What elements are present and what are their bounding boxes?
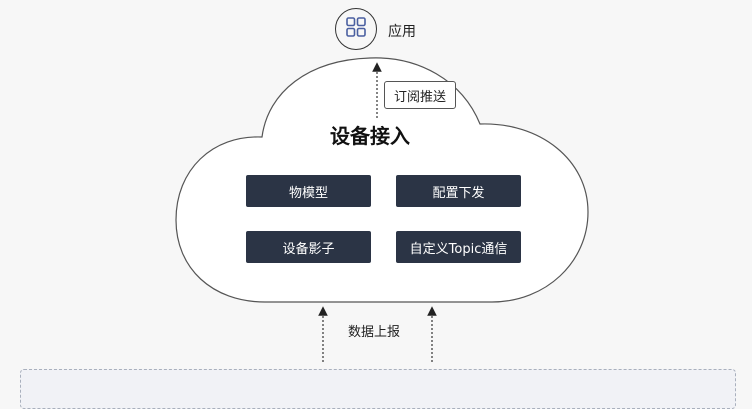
capability-label: 设备影子 bbox=[282, 241, 335, 257]
capability-config-delivery: 配置下发 bbox=[396, 175, 521, 207]
app-label: 应用 bbox=[388, 24, 416, 40]
capability-label: 物模型 bbox=[288, 185, 328, 201]
app-node bbox=[335, 8, 377, 50]
cloud-shape bbox=[175, 57, 589, 303]
cloud-title: 设备接入 bbox=[330, 124, 410, 148]
capability-thing-model: 物模型 bbox=[246, 175, 371, 207]
capability-label: 配置下发 bbox=[432, 185, 485, 201]
capability-custom-topic: 自定义Topic通信 bbox=[396, 231, 521, 263]
grid-apps-icon bbox=[346, 17, 366, 41]
callout-label: 订阅推送 bbox=[393, 89, 446, 105]
device-panel bbox=[20, 369, 736, 409]
subscribe-push-callout: 订阅推送 bbox=[384, 81, 456, 109]
capability-label: 自定义Topic通信 bbox=[409, 241, 508, 257]
data-report-label: 数据上报 bbox=[348, 325, 401, 340]
capability-device-shadow: 设备影子 bbox=[246, 231, 371, 263]
